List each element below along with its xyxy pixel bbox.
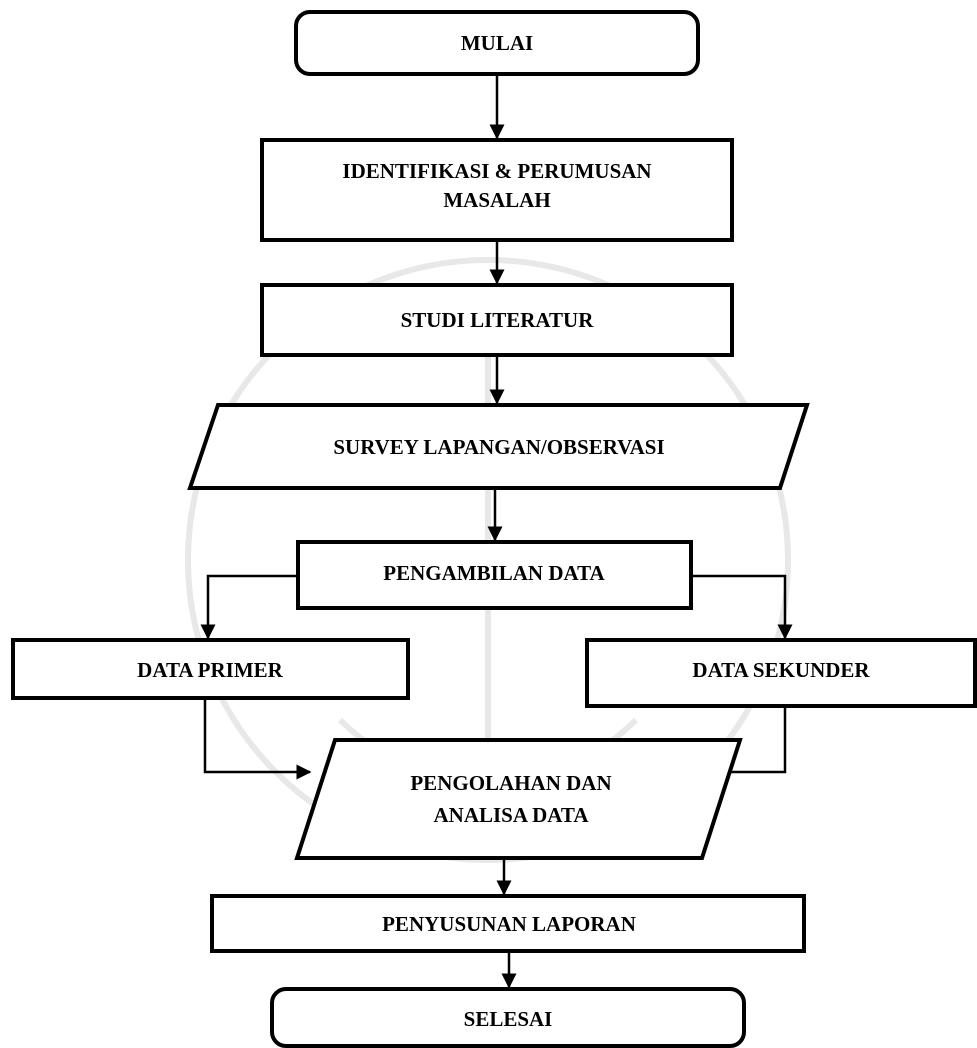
- edge-primary-to-processing: [203, 698, 312, 780]
- node-start-label: MULAI: [461, 31, 533, 55]
- node-end-label: SELESAI: [464, 1007, 553, 1031]
- node-processing-label-line2: ANALISA DATA: [434, 803, 590, 827]
- node-processing: PENGOLAHAN DAN ANALISA DATA: [294, 738, 743, 860]
- node-processing-label-line1: PENGOLAHAN DAN: [410, 771, 611, 795]
- node-literature-label: STUDI LITERATUR: [401, 308, 595, 332]
- node-identify-label-line1: IDENTIFIKASI & PERUMUSAN: [342, 159, 651, 183]
- node-report: PENYUSUNAN LAPORAN: [210, 894, 806, 953]
- process-shape: [260, 283, 734, 357]
- node-start: MULAI: [294, 10, 700, 76]
- data-shape: [187, 403, 810, 490]
- node-identify: IDENTIFIKASI & PERUMUSAN MASALAH: [260, 138, 734, 242]
- node-collection-label: PENGAMBILAN DATA: [383, 561, 605, 585]
- process-shape: [296, 540, 693, 610]
- node-secondary-label: DATA SEKUNDER: [692, 658, 870, 682]
- node-survey: SURVEY LAPANGAN/OBSERVASI: [187, 403, 810, 490]
- node-survey-label: SURVEY LAPANGAN/OBSERVASI: [333, 435, 664, 459]
- terminal-shape: [294, 10, 700, 76]
- edge-collection-to-primary: [200, 574, 298, 640]
- edge-secondary-to-processing: [706, 706, 787, 780]
- node-collection: PENGAMBILAN DATA: [296, 540, 693, 610]
- node-secondary: DATA SEKUNDER: [585, 638, 977, 708]
- process-shape: [210, 894, 806, 953]
- process-shape: [260, 138, 734, 242]
- edge-collection-to-secondary: [691, 574, 793, 640]
- terminal-shape: [270, 987, 746, 1048]
- process-shape: [585, 638, 977, 708]
- data-shape: [294, 738, 743, 860]
- node-primary-label: DATA PRIMER: [137, 658, 283, 682]
- node-report-label: PENYUSUNAN LAPORAN: [382, 912, 636, 936]
- edges: [200, 74, 793, 989]
- process-shape: [11, 638, 410, 700]
- node-identify-label-line2: MASALAH: [443, 188, 550, 212]
- node-end: SELESAI: [270, 987, 746, 1048]
- node-primary: DATA PRIMER: [11, 638, 410, 700]
- node-literature: STUDI LITERATUR: [260, 283, 734, 357]
